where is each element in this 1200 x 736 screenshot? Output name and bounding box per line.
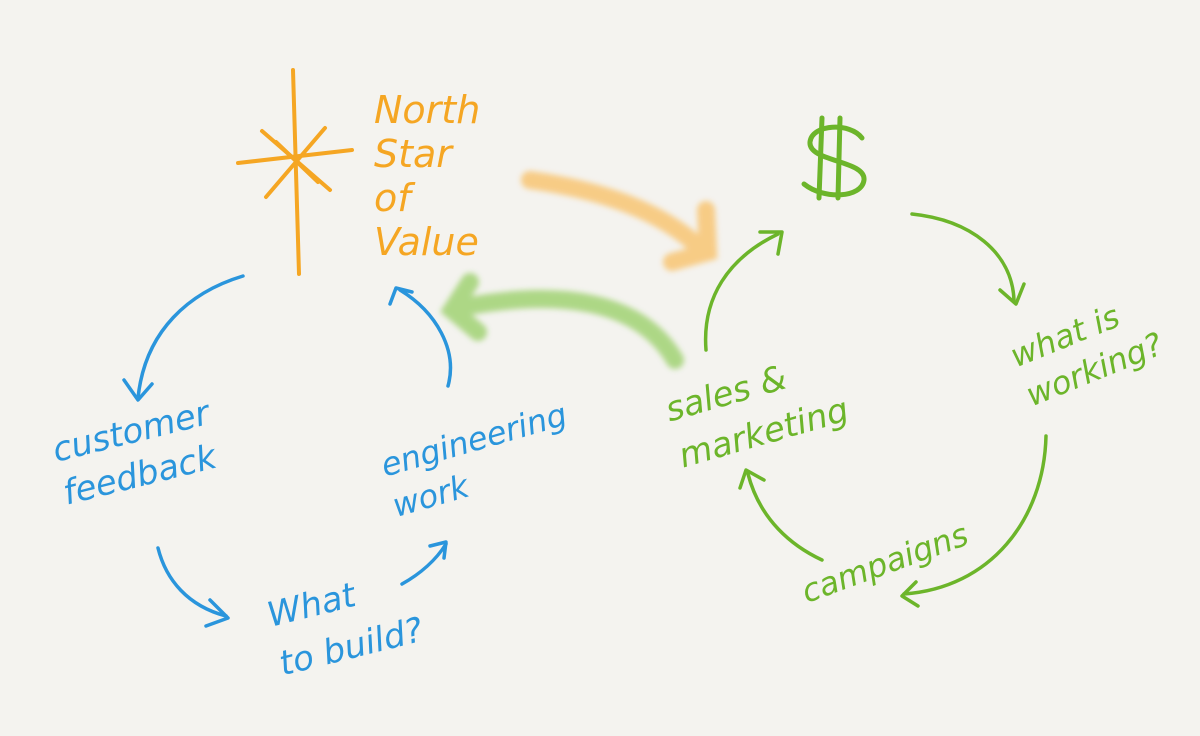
- arrow-working-to-campaigns: [902, 434, 1048, 596]
- star-burst-icon: [236, 68, 354, 276]
- revenue-loop-arrows: [703, 212, 1048, 608]
- arrow-star-to-feedback: [136, 274, 245, 400]
- value-to-money-arrow: [521, 171, 718, 271]
- arrow-money-to-working: [910, 212, 1016, 302]
- arrow-sales-to-money: [703, 232, 780, 352]
- arrow-engineering-to-star: [398, 288, 453, 388]
- dollar-sign-icon: [801, 115, 867, 201]
- arrow-campaigns-to-sales: [746, 472, 824, 562]
- product-loop-arrows: [122, 274, 453, 628]
- sales-to-value-arrow: [440, 273, 684, 369]
- north-star-label: North Star of Value: [374, 88, 481, 264]
- arrow-build-to-engineering: [400, 542, 448, 586]
- arrow-feedback-to-build: [156, 546, 228, 618]
